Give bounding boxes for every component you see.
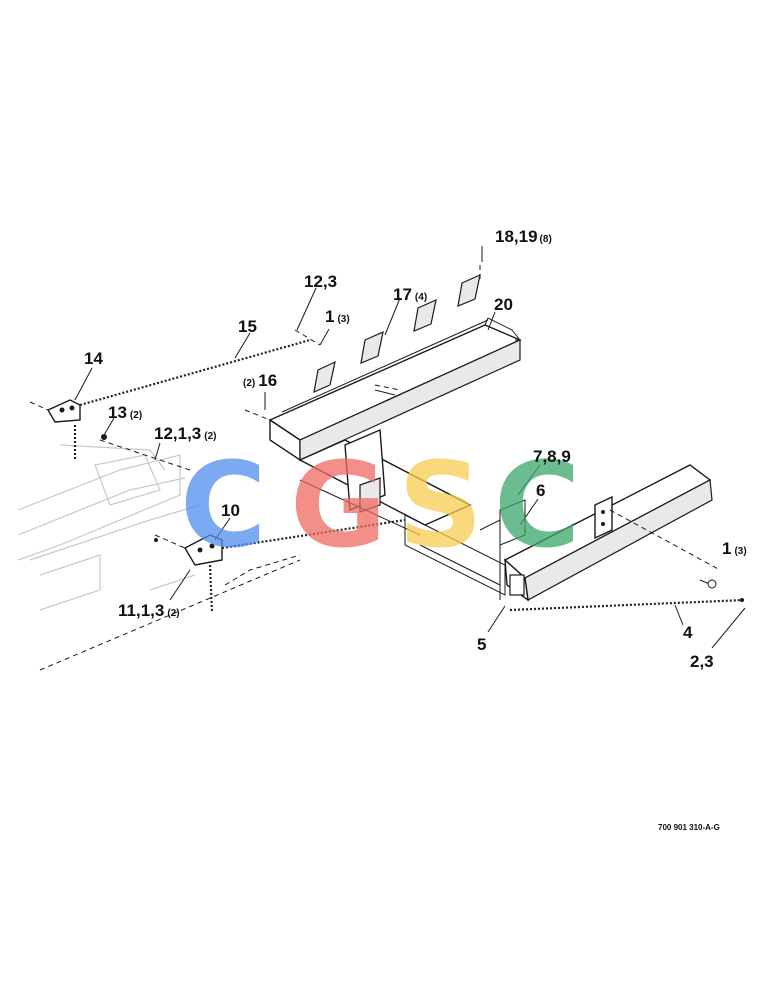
callout-label-11-1-3: 11,1,3(2) xyxy=(118,601,180,620)
callouts: 18,19(8) 17(4) 20 12,3 1(3) 15 14 (2)16 … xyxy=(84,227,747,671)
bracket-14 xyxy=(29,399,81,423)
chains xyxy=(73,338,746,613)
callout-label-1-top: 1(3) xyxy=(325,307,350,326)
callout-label-17: 17(4) xyxy=(393,285,427,304)
assembly-lines xyxy=(99,265,744,602)
callout-label-10: 10 xyxy=(221,501,240,520)
figure-reference-number: 700 901 310-A-G xyxy=(658,823,720,832)
main-channel xyxy=(268,317,522,462)
cross-member xyxy=(298,428,472,536)
watermark-letter-1: C xyxy=(180,436,267,574)
callout-label-7-8-9: 7,8,9 xyxy=(533,447,571,466)
callout-label-14: 14 xyxy=(84,349,103,368)
callout-label-20: 20 xyxy=(494,295,513,314)
callout-label-12-3: 12,3 xyxy=(304,272,337,291)
callout-label-4: 4 xyxy=(683,623,693,642)
callout-label-2-3: 2,3 xyxy=(690,652,714,671)
callout-label-16: (2)16 xyxy=(243,371,277,390)
bracket-10 xyxy=(154,534,223,566)
callout-label-15: 15 xyxy=(238,317,257,336)
callout-label-13: 13(2) xyxy=(108,403,142,422)
callout-label-1-right: 1(3) xyxy=(722,539,747,558)
callout-label-5: 5 xyxy=(477,635,486,654)
watermark-letter-3: S xyxy=(398,436,483,574)
callout-label-12-1-3: 12,1,3(2) xyxy=(154,424,217,443)
watermark-letter-4: C xyxy=(494,436,581,574)
phantom-frame xyxy=(17,444,301,671)
side-beam xyxy=(404,464,713,602)
callout-label-18-19: 18,19(8) xyxy=(495,227,552,246)
watermark: C G S C xyxy=(180,436,581,574)
leader-lines xyxy=(74,246,746,649)
callout-label-6: 6 xyxy=(536,481,545,500)
watermark-letter-2: G xyxy=(290,436,387,574)
wear-plates xyxy=(313,273,481,394)
